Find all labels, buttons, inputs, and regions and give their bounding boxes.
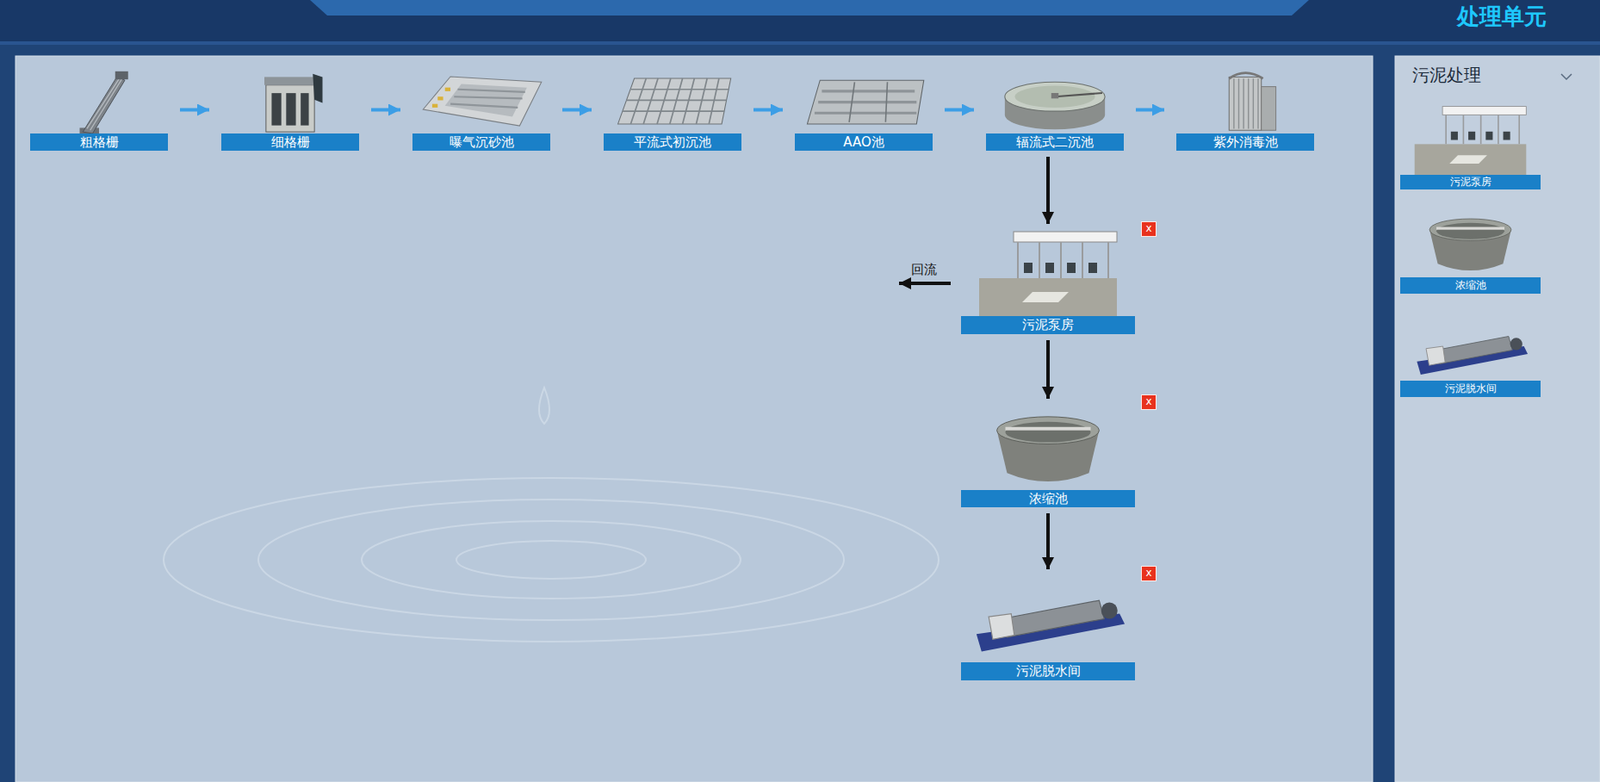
pump-house-img — [979, 231, 1117, 317]
unit-label: 辐流式二沉池 — [986, 133, 1124, 151]
unit-label: 污泥脱水间 — [961, 662, 1135, 681]
unit-label: 污泥脱水间 — [1400, 380, 1541, 397]
primary-tank-img — [618, 78, 732, 125]
header-bar — [0, 0, 1600, 42]
flow-arrow — [944, 108, 974, 112]
flow-arrow — [371, 108, 401, 112]
process-unit: 污泥脱水间 — [961, 575, 1135, 681]
unit-label: 浓缩池 — [961, 489, 1135, 508]
aao-tank-img — [806, 80, 924, 125]
flow-arrow — [1046, 513, 1050, 570]
process-unit: 污泥脱水间 — [1400, 319, 1541, 397]
coarse-screen-img — [80, 71, 129, 134]
section-heading: 污泥处理 — [1412, 63, 1482, 87]
flow-arrow — [1135, 108, 1165, 112]
flow-arrow — [179, 108, 210, 112]
process-unit: 紫外消毒池 — [1176, 68, 1315, 151]
close-button: x — [1141, 221, 1157, 237]
unit-label: 曝气沉砂池 — [412, 133, 551, 151]
process-unit: 细格栅 — [221, 68, 360, 151]
edge-note: 回流 — [911, 261, 937, 279]
process-unit: 平流式初沉池 — [603, 68, 742, 151]
clarifier-img — [1004, 81, 1105, 130]
close-button: x — [1141, 565, 1157, 582]
process-unit: 浓缩池 — [961, 404, 1135, 508]
thickener-img — [997, 416, 1100, 482]
flow-arrow — [1046, 340, 1050, 399]
watermark — [163, 387, 939, 642]
main-panel — [15, 55, 1373, 782]
process-unit: 浓缩池 — [1400, 209, 1541, 294]
close-button: x — [1141, 394, 1157, 410]
process-unit: AAO池 — [794, 68, 933, 151]
fine-screen-img — [264, 74, 323, 133]
unit-label: 粗格栅 — [30, 133, 168, 151]
unit-label: 平流式初沉池 — [603, 133, 742, 151]
grit-chamber-img — [422, 76, 541, 126]
chevron — [1561, 74, 1572, 80]
process-unit: 污泥泵房 — [1400, 105, 1541, 190]
unit-label: 浓缩池 — [1400, 277, 1541, 294]
unit-illustrations — [80, 71, 1529, 652]
unit-label: 污泥泵房 — [961, 316, 1135, 335]
dewater-img — [1416, 336, 1528, 375]
pump-house-img — [1414, 106, 1527, 175]
thickener-img — [1429, 218, 1512, 271]
header-band — [310, 0, 1309, 16]
uv-img — [1228, 73, 1276, 131]
unit-label: 紫外消毒池 — [1176, 133, 1315, 151]
flow-arrow — [562, 108, 592, 112]
process-unit: 粗格栅 — [30, 68, 168, 151]
flow-arrow — [753, 108, 783, 112]
process-unit: 污泥泵房 — [961, 229, 1135, 335]
process-unit: 辐流式二沉池 — [986, 68, 1124, 151]
side-panel — [1395, 55, 1600, 782]
unit-label: 污泥泵房 — [1400, 174, 1541, 190]
return-arrow — [899, 281, 951, 286]
unit-label: 细格栅 — [221, 133, 360, 151]
header-edge — [0, 41, 1600, 45]
panel-title: 处理单元 — [1457, 1, 1547, 32]
unit-label: AAO池 — [794, 133, 933, 151]
process-unit: 曝气沉砂池 — [412, 68, 551, 151]
flow-arrow — [1046, 156, 1050, 224]
dewater-img — [976, 600, 1125, 652]
